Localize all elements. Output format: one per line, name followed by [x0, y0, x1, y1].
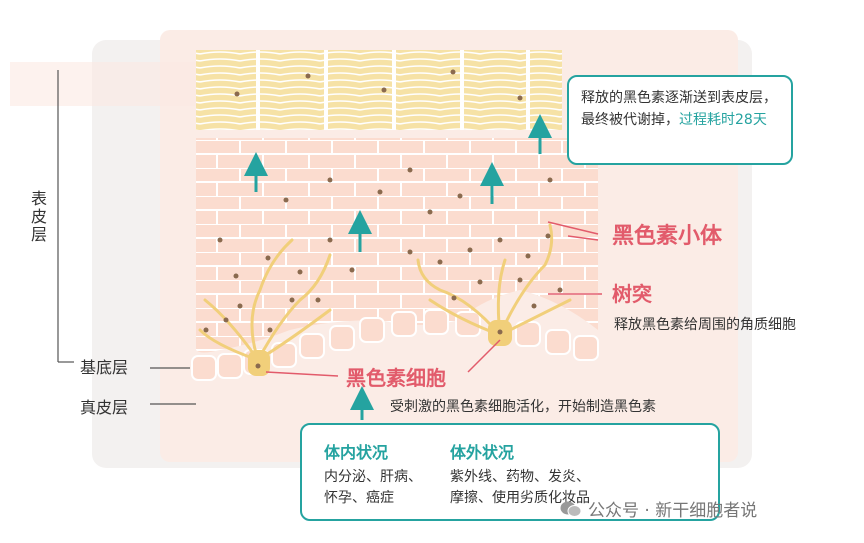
label-melanocyte: 黑色素细胞 [346, 366, 446, 390]
external-conditions: 体外状况 紫外线、药物、发炎、 摩擦、使用劣质化妆品 [450, 439, 590, 509]
top-callout: 释放的黑色素逐渐送到表皮层，最终被代谢掉，过程耗时28天 [567, 75, 793, 165]
label-basal-layer: 基底层 [80, 358, 129, 377]
watermark: 公众号 · 新干细胞者说 [560, 496, 757, 521]
internal-line-2: 怀孕、癌症 [324, 490, 394, 506]
stratum-corneum [196, 50, 562, 130]
external-line-1: 紫外线、药物、发炎、 [450, 469, 590, 485]
melanin-granules [203, 69, 563, 369]
internal-line-1: 内分泌、肝病、 [324, 469, 422, 485]
label-melanosome: 黑色素小体 [612, 224, 723, 249]
callout-text: 释放的黑色素逐渐送到表皮层，最终被代谢掉， [581, 90, 777, 128]
leader-lines [265, 221, 602, 377]
watermark-text: 公众号 · 新干细胞者说 [588, 501, 758, 521]
side-lines [57, 70, 196, 405]
external-title: 体外状况 [450, 443, 515, 462]
epidermis-cell-layer [196, 138, 598, 353]
label-dendrite: 树突 [612, 282, 652, 306]
internal-conditions: 体内状况 内分泌、肝病、 怀孕、癌症 [324, 439, 422, 509]
stimulus-description: 受刺激的黑色素细胞活化，开始制造黑色素 [390, 399, 656, 415]
dendrite-description: 释放黑色素给周围的角质细胞 [614, 317, 796, 333]
callout-highlight: 过程耗时28天 [679, 112, 767, 128]
melanocyte-cell-left [248, 350, 270, 376]
wechat-icon [560, 501, 582, 517]
upward-arrows [244, 114, 552, 420]
fade-strip [10, 62, 210, 106]
external-line-2: 摩擦、使用劣质化妆品 [450, 490, 590, 506]
label-epidermis: 表皮层 [28, 190, 47, 244]
conditions-box: 体内状况 内分泌、肝病、 怀孕、癌症 体外状况 紫外线、药物、发炎、 摩擦、使用… [300, 423, 720, 521]
label-dermis: 真皮层 [80, 398, 129, 417]
internal-title: 体内状况 [324, 443, 389, 462]
